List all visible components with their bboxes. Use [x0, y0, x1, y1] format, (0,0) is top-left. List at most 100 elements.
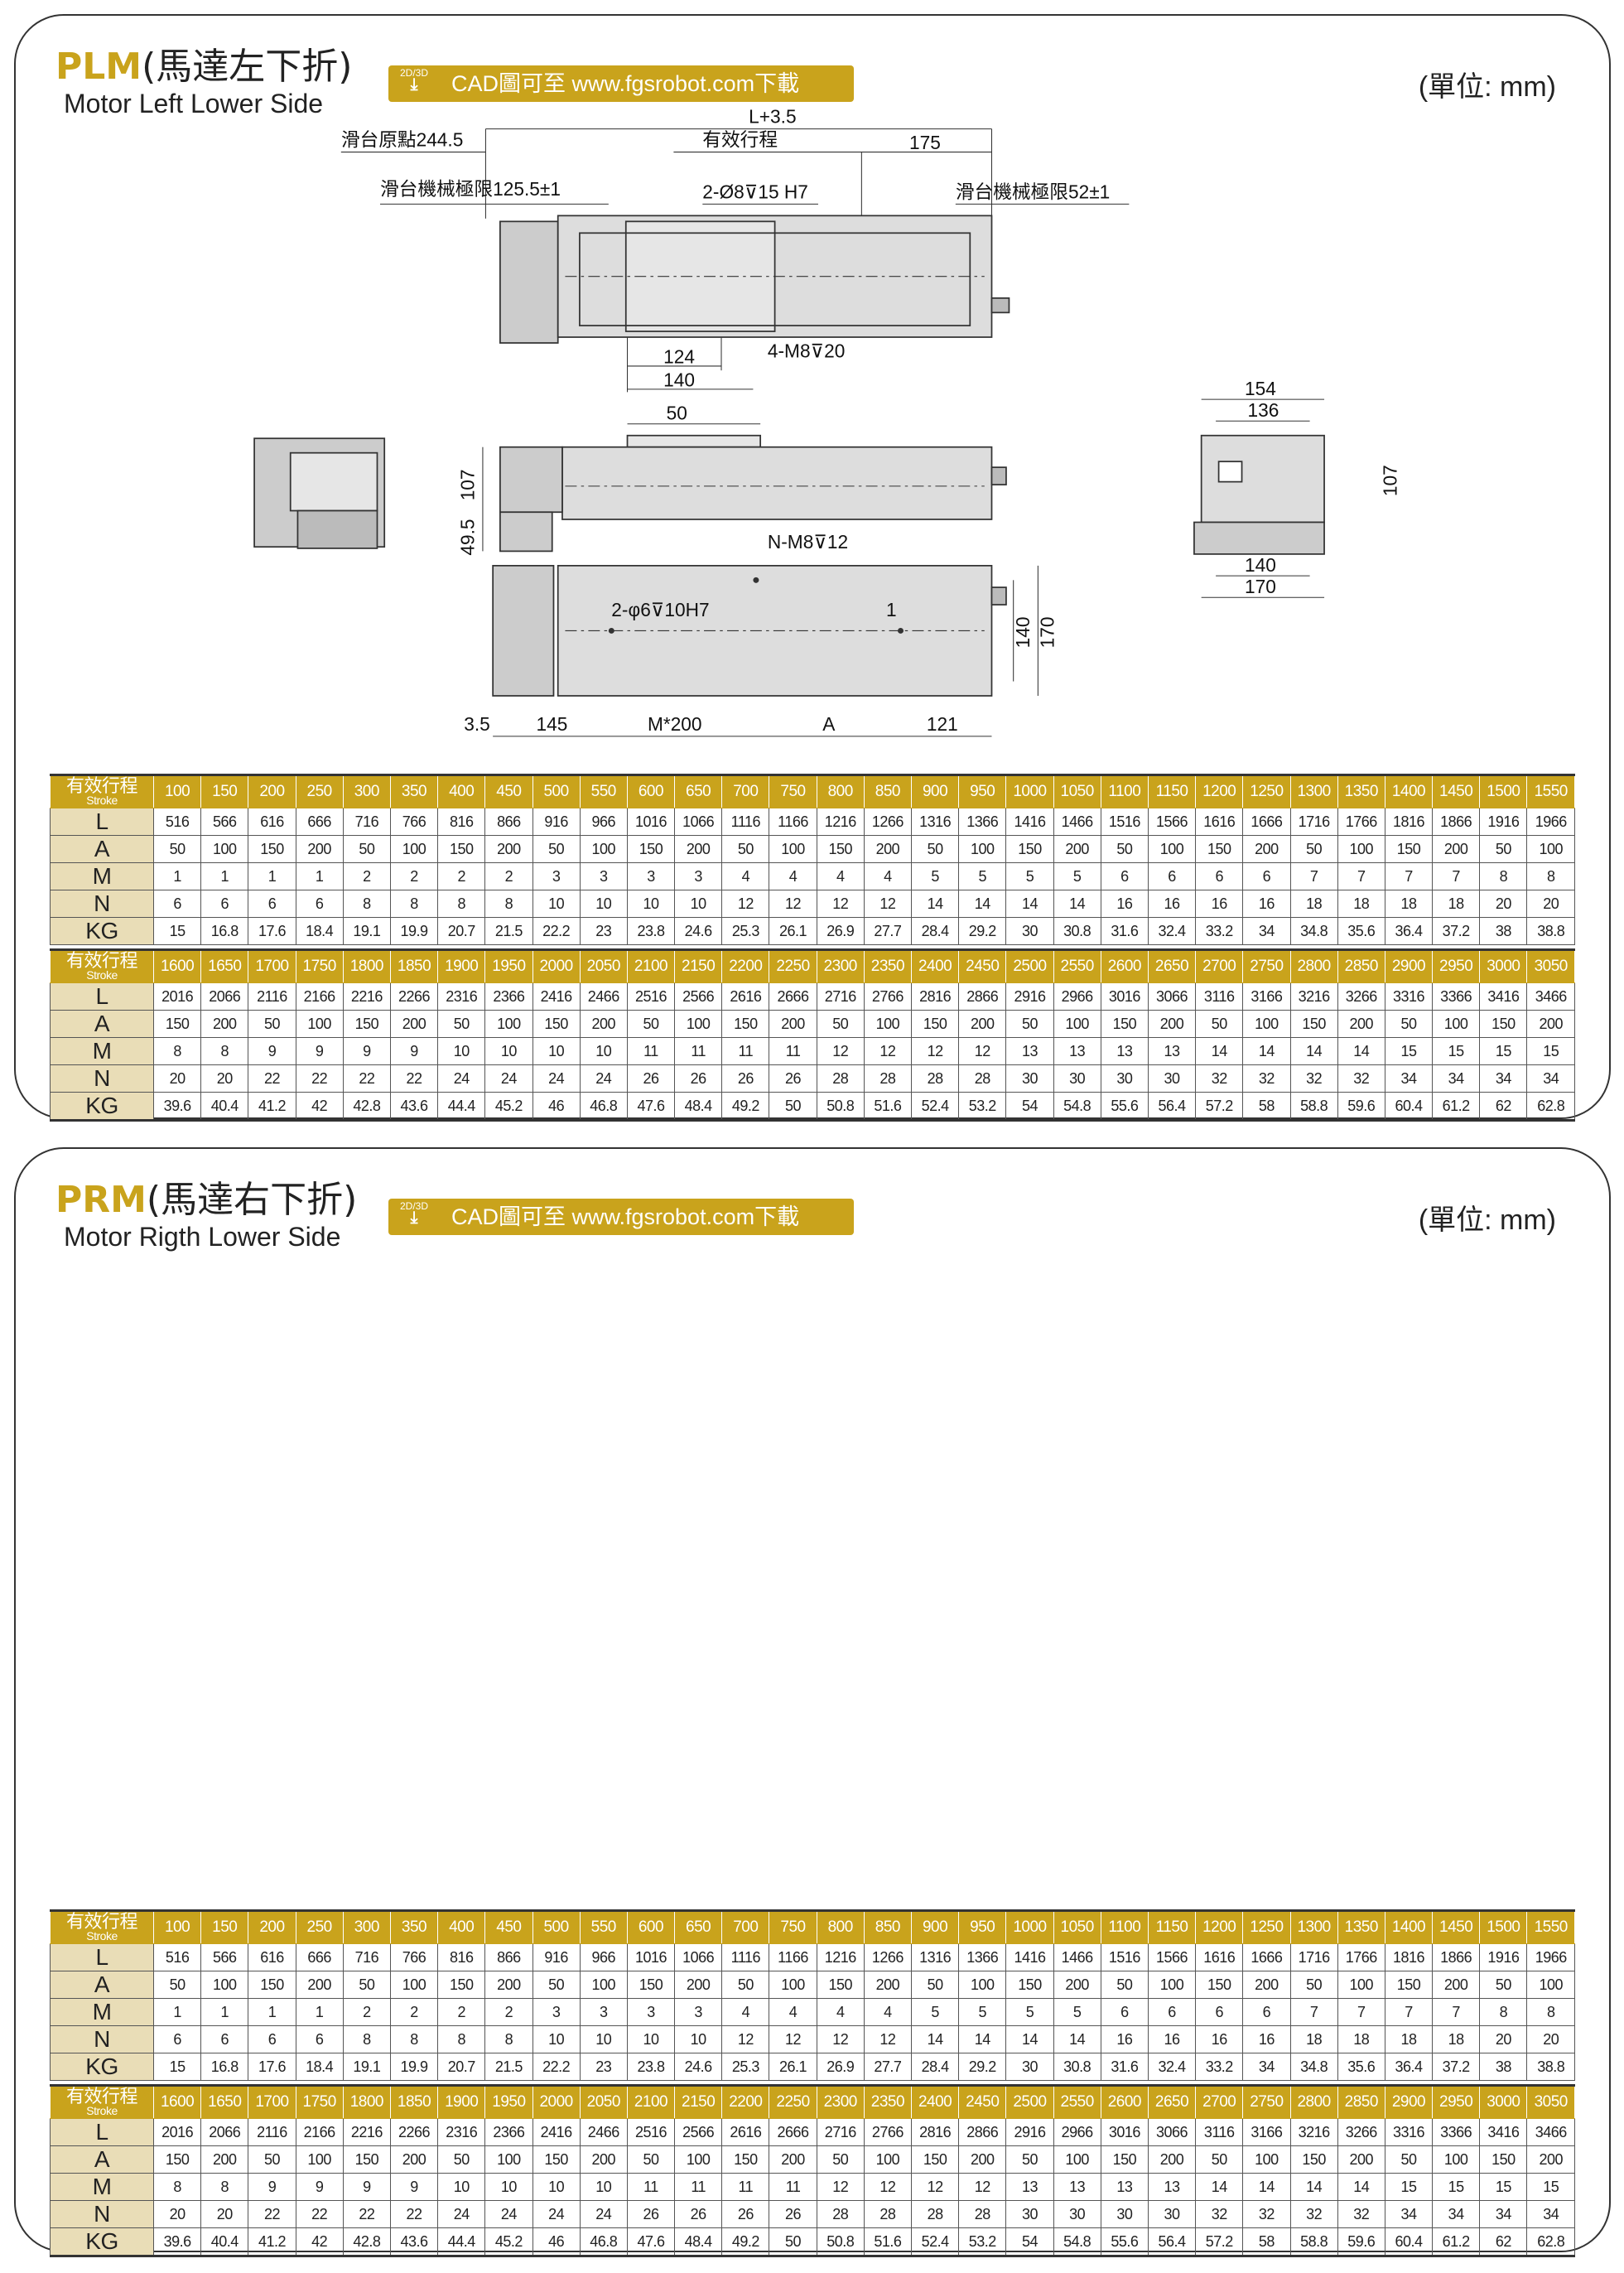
table-cell: 4 — [769, 862, 817, 890]
table-cell: 1766 — [1337, 808, 1385, 836]
table-cell: 62.8 — [1526, 1092, 1575, 1121]
table-cell: 46 — [532, 1092, 581, 1121]
stroke-value: 2450 — [958, 949, 1007, 983]
table-cell: 1416 — [1005, 1943, 1054, 1971]
table-cell: 666 — [295, 1943, 344, 1971]
dimension-label: 136 — [1248, 399, 1279, 421]
table-cell: 33.2 — [1195, 917, 1244, 945]
table-cell: 22.2 — [532, 2053, 581, 2081]
table-cell: 200 — [958, 2145, 1007, 2174]
dimension-label: A — [822, 713, 836, 735]
side-view — [253, 437, 386, 549]
table-cell: 50 — [721, 835, 770, 863]
table-cell: 4 — [863, 862, 913, 890]
stroke-value: 1150 — [1147, 775, 1197, 808]
table-cell: 14 — [958, 890, 1007, 918]
table-cell: 50 — [342, 1971, 391, 1999]
table-cell: 3216 — [1289, 2118, 1338, 2146]
bottom-view — [492, 565, 1007, 697]
table-cell: 12 — [816, 1037, 865, 1065]
stroke-value: 2350 — [863, 949, 913, 983]
table-cell: 19.1 — [342, 2053, 391, 2081]
table-cell: 966 — [579, 808, 628, 836]
table-cell: 100 — [1432, 1010, 1481, 1038]
row-label: M — [50, 1998, 154, 2026]
table-cell: 50 — [626, 1010, 676, 1038]
table-cell: 15 — [1479, 2173, 1528, 2201]
dimension-label: 滑台機械極限52±1 — [956, 181, 1110, 202]
table-cell: 50 — [1479, 1971, 1528, 1999]
table-cell: 45.2 — [484, 2227, 533, 2256]
table-cell: 22 — [248, 1064, 296, 1093]
dimension-label: 49.5 — [456, 519, 478, 555]
stroke-value: 2850 — [1337, 949, 1385, 983]
table-cell: 200 — [863, 835, 913, 863]
table-cell: 866 — [484, 1943, 533, 1971]
table-cell: 50 — [626, 2145, 676, 2174]
table-cell: 200 — [863, 1971, 913, 1999]
table-cell: 1 — [295, 1998, 344, 2026]
table-cell: 12 — [816, 2173, 865, 2201]
table-cell: 6 — [1147, 1998, 1197, 2026]
table-cell: 14 — [1337, 1037, 1385, 1065]
table-cell: 24 — [579, 1064, 628, 1093]
table-cell: 3266 — [1337, 2118, 1385, 2146]
table-cell: 50 — [152, 835, 202, 863]
table-cell: 50 — [1384, 2145, 1434, 2174]
table-cell: 200 — [1147, 2145, 1197, 2174]
table-cell: 2416 — [532, 982, 581, 1011]
table-cell: 12 — [958, 1037, 1007, 1065]
table-cell: 1816 — [1384, 808, 1434, 836]
table-cell: 150 — [1195, 1971, 1244, 1999]
cad-download-banner[interactable]: 2D/3D⤓ CAD圖可至 www.fgsrobot.com下載 — [388, 1199, 854, 1235]
table-cell: 62.8 — [1526, 2227, 1575, 2256]
cad-download-banner[interactable]: 2D/3D⤓ CAD圖可至 www.fgsrobot.com下載 — [388, 65, 854, 102]
dimension-label: 滑台機械極限125.5±1 — [380, 178, 561, 200]
stroke-value: 1200 — [1195, 775, 1244, 808]
table-cell: 5 — [910, 862, 960, 890]
table-cell: 12 — [958, 2173, 1007, 2201]
table-cell: 42.8 — [342, 2227, 391, 2256]
table-cell: 55.6 — [1100, 2227, 1149, 2256]
table-cell: 41.2 — [248, 1092, 296, 1121]
table-cell: 12 — [816, 890, 865, 918]
table-cell: 100 — [1053, 1010, 1101, 1038]
table-cell: 2 — [484, 862, 533, 890]
table-cell: 200 — [484, 1971, 533, 1999]
table-cell: 1 — [152, 862, 202, 890]
stroke-value: 1800 — [342, 949, 391, 983]
table-cell: 24 — [532, 1064, 581, 1093]
table-cell: 12 — [721, 2025, 770, 2053]
table-cell: 1416 — [1005, 808, 1054, 836]
unit-label: (單位: mm) — [1418, 71, 1556, 103]
stroke-value: 2700 — [1195, 949, 1244, 983]
dimension-label: 107 — [1379, 465, 1400, 496]
row-label: N — [50, 2200, 154, 2228]
table-cell: 13 — [1147, 2173, 1197, 2201]
table-cell: 34 — [1384, 1064, 1434, 1093]
table-cell: 200 — [769, 1010, 817, 1038]
stroke-value: 300 — [342, 1910, 391, 1944]
table-cell: 50 — [1289, 835, 1338, 863]
row-label: A — [50, 1971, 154, 1999]
table-cell: 2716 — [816, 2118, 865, 2146]
table-cell: 50 — [1289, 1971, 1338, 1999]
table-cell: 1366 — [958, 808, 1007, 836]
row-label: M — [50, 2173, 154, 2201]
table-cell: 22 — [389, 1064, 439, 1093]
table-cell: 9 — [295, 2173, 344, 2201]
table-cell: 2966 — [1053, 982, 1101, 1011]
table-cell: 54 — [1005, 1092, 1054, 1121]
table-cell: 516 — [152, 808, 202, 836]
table-cell: 26 — [626, 1064, 676, 1093]
stroke-value: 2150 — [674, 2085, 723, 2119]
table-cell: 8 — [437, 890, 486, 918]
